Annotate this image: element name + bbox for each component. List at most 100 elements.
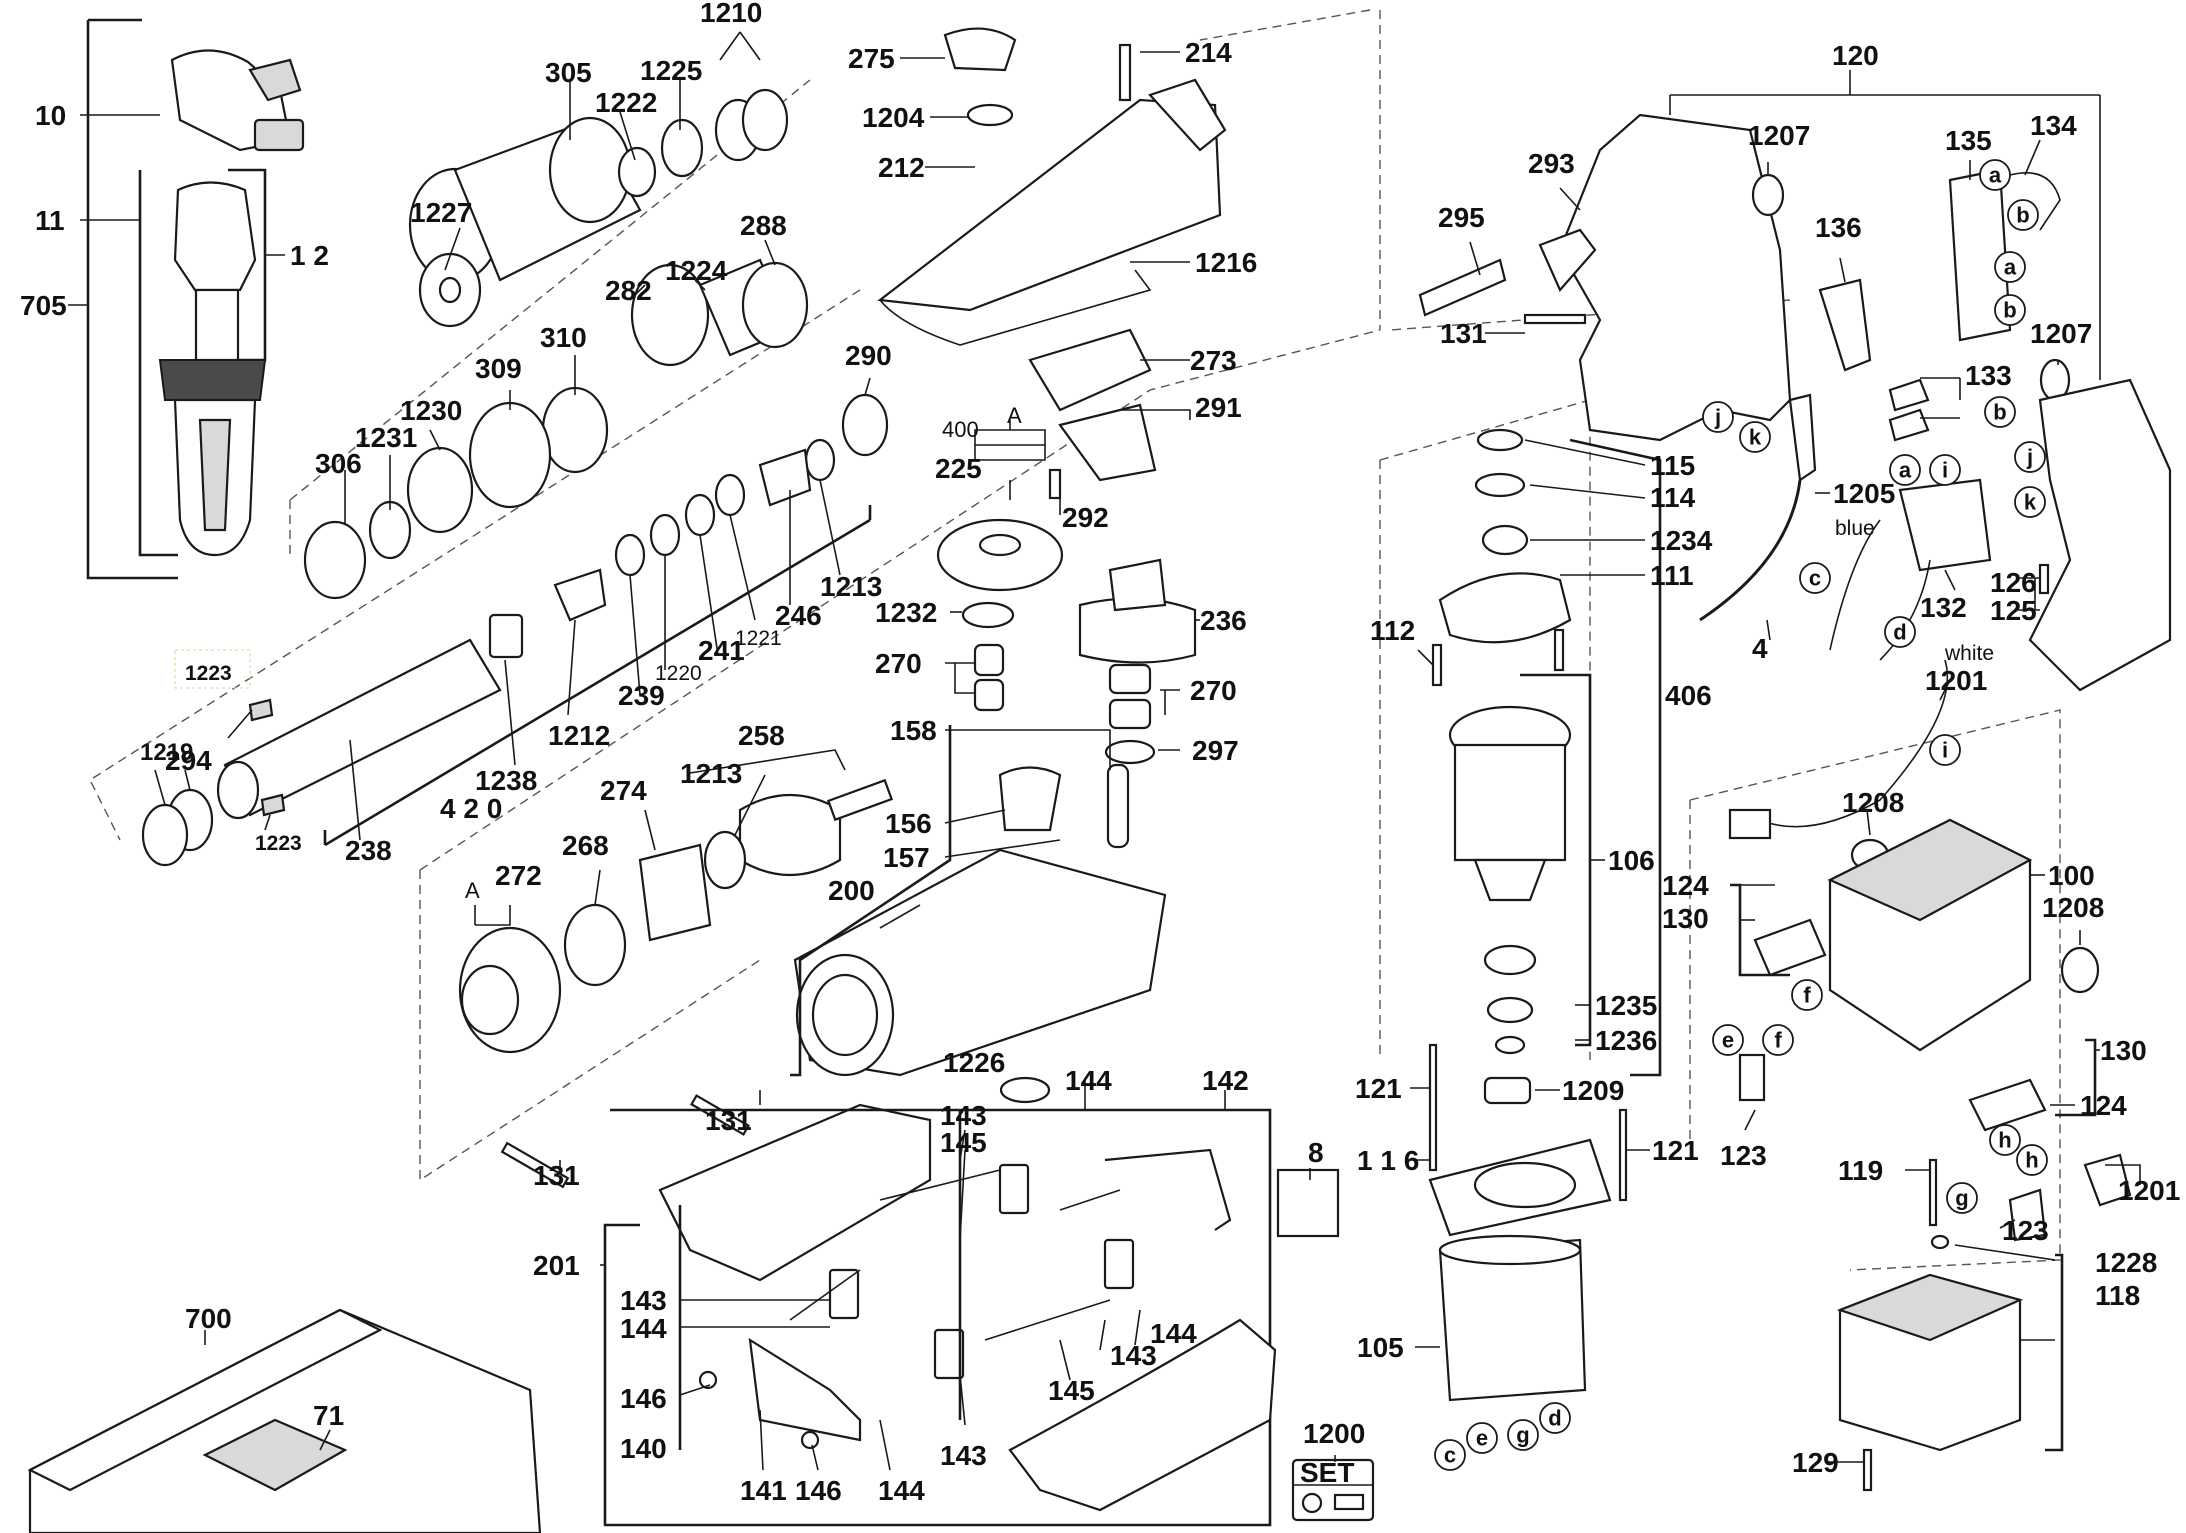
- cap-123a: [1738, 1053, 1766, 1102]
- letter-h2: h: [2025, 1148, 2038, 1173]
- nut-146a: [698, 1370, 718, 1390]
- label-146a: 146: [620, 1383, 667, 1414]
- label-143c: 143: [1110, 1340, 1157, 1371]
- label-121b: 121: [1652, 1135, 1699, 1166]
- bearing-156: [998, 766, 1062, 832]
- plug-1208b: [2060, 946, 2100, 994]
- label-1232: 1232: [875, 597, 937, 628]
- label-158: 158: [890, 715, 937, 746]
- label-1234: 1234: [1650, 525, 1713, 556]
- letter-d1: d: [1893, 620, 1906, 645]
- label-144a: 144: [1065, 1065, 1112, 1096]
- letter-d2: d: [1548, 1406, 1561, 1431]
- highlight-box: [174, 649, 251, 689]
- label-282: 282: [605, 275, 652, 306]
- label-1222: 1222: [595, 87, 657, 118]
- label-1210: 1210: [700, 0, 762, 28]
- screw-121b: [1618, 1108, 1628, 1202]
- guard-1200: [1008, 1318, 1277, 1512]
- brush-parts: [500, 1094, 1340, 1527]
- label-293: 293: [1528, 148, 1575, 179]
- screw-131c: [1523, 313, 1587, 325]
- label-1209: 1209: [1562, 1075, 1624, 1106]
- label-292: 292: [1062, 502, 1109, 533]
- washer-1236: [1494, 1035, 1526, 1055]
- label-290: 290: [845, 340, 892, 371]
- label-1204: 1204: [862, 102, 925, 133]
- label-124a: 124: [1662, 870, 1709, 901]
- screw-119: [1928, 1158, 1938, 1227]
- label-118: 118: [2095, 1280, 2140, 1311]
- spring-295: [1418, 258, 1507, 317]
- label-143b: 143: [620, 1285, 667, 1316]
- label-1208b: 1208: [2042, 892, 2104, 923]
- letter-k1: k: [1749, 425, 1762, 450]
- ring-1221: [714, 473, 746, 517]
- bush-270a: [973, 643, 1005, 677]
- washer-1232: [961, 601, 1015, 629]
- letter-a2: a: [2004, 255, 2017, 280]
- wire-letter-callouts: a b a b j k b a i j k c d i f e f h h g …: [1434, 159, 2048, 1471]
- label-1235: 1235: [1595, 990, 1657, 1021]
- label-121a: 121: [1355, 1073, 1402, 1104]
- bearing-1226: [999, 1076, 1051, 1104]
- label-10: 10: [35, 100, 66, 131]
- label-146b: 146: [795, 1475, 842, 1506]
- wire-label-blue: blue: [1835, 517, 1875, 540]
- clip-1201b: [2083, 1153, 2132, 1207]
- side-handle-assembly: [86, 18, 305, 580]
- label-157: 157: [883, 842, 930, 873]
- insert-71: [202, 1418, 348, 1492]
- label-268: 268: [562, 830, 609, 861]
- label-129: 129: [1792, 1447, 1839, 1478]
- label-705: 705: [20, 290, 67, 321]
- label-115: 115: [1650, 450, 1695, 481]
- letter-a1: a: [1989, 163, 2002, 188]
- label-134: 134: [2030, 110, 2077, 141]
- leader-lines: [68, 31, 2141, 1471]
- letter-j2: j: [2026, 445, 2033, 470]
- gear-310: [541, 386, 609, 474]
- label-1213a: 1213: [820, 571, 882, 602]
- label-1200: 1200: [1303, 1418, 1365, 1449]
- label-112: 112: [1370, 615, 1415, 646]
- label-291: 291: [1195, 392, 1242, 423]
- label-1221: 1221: [735, 627, 782, 650]
- label-136: 136: [1815, 212, 1862, 243]
- label-200: 200: [828, 875, 875, 906]
- letter-e1: e: [1722, 1028, 1734, 1053]
- label-272: 272: [495, 860, 542, 891]
- label-156: 156: [885, 808, 932, 839]
- oring-1204: [966, 103, 1014, 127]
- label-11: 11: [35, 205, 65, 236]
- label-1227: 1227: [410, 197, 472, 228]
- label-1205: 1205: [1833, 478, 1895, 509]
- brush-143b: [1103, 1238, 1135, 1290]
- label-114: 114: [1650, 482, 1696, 513]
- brush-143c: [828, 1268, 860, 1320]
- plate-291: [1058, 403, 1157, 482]
- part-labels: 10 11 1 2 705 1210 305 1225 1222 1227 28…: [20, 0, 2180, 1506]
- label-295: 295: [1438, 202, 1485, 233]
- washer-297: [1104, 739, 1156, 765]
- label-1208a: 1208: [1842, 787, 1904, 818]
- bush-1209: [1483, 1076, 1532, 1105]
- label-120: 120: [1832, 40, 1879, 71]
- label-225: 225: [935, 453, 982, 484]
- label-1223a: 1223: [185, 662, 232, 685]
- label-258: 258: [738, 720, 785, 751]
- letter-i1: i: [1942, 458, 1948, 483]
- ring-239: [614, 533, 646, 577]
- cable-guard-1205: [1788, 393, 1817, 482]
- sleeve-293: [1538, 228, 1597, 293]
- piston-258: [738, 794, 842, 876]
- lock-133a: [1888, 378, 1930, 412]
- ring-1230: [406, 446, 474, 534]
- screw-126: [2038, 563, 2050, 595]
- label-130b: 130: [2100, 1035, 2147, 1066]
- handle-half-120: [1558, 113, 1792, 442]
- label-132: 132: [1920, 592, 1967, 623]
- letter-g2: g: [1516, 1423, 1529, 1448]
- bush-306: [303, 520, 367, 600]
